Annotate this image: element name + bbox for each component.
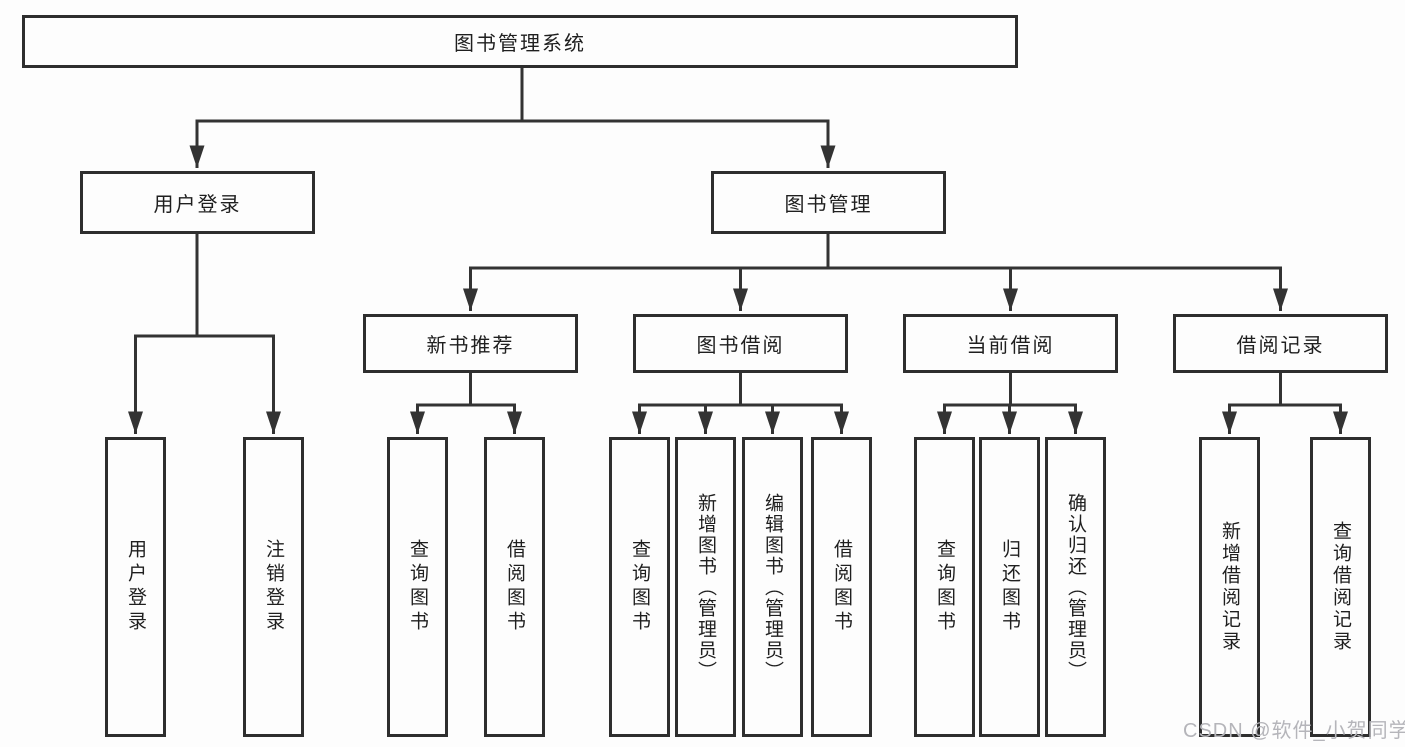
leaf-confirm-return-admin: 确认归还（管理员） <box>1045 437 1106 737</box>
leaf-query-books-current: 查询图书 <box>914 437 975 737</box>
leaf-return-books: 归还图书 <box>979 437 1040 737</box>
leaf-edit-book-admin: 编辑图书（管理员） <box>742 437 803 737</box>
leaf-query-books-recommend: 查询图书 <box>387 437 448 737</box>
leaf-add-book-admin: 新增图书（管理员） <box>675 437 736 737</box>
node-library-management-system: 图书管理系统 <box>22 15 1018 68</box>
leaf-borrow-books-recommend: 借阅图书 <box>484 437 545 737</box>
leaf-logout: 注销登录 <box>243 437 304 737</box>
node-borrowing-records: 借阅记录 <box>1173 314 1388 373</box>
leaf-user-login: 用户登录 <box>105 437 166 737</box>
leaf-add-borrow-record: 新增借阅记录 <box>1199 437 1260 737</box>
node-new-book-recommendation: 新书推荐 <box>363 314 578 373</box>
node-book-borrowing: 图书借阅 <box>633 314 848 373</box>
node-current-borrowing: 当前借阅 <box>903 314 1118 373</box>
leaf-query-borrow-record: 查询借阅记录 <box>1310 437 1371 737</box>
watermark: CSDN @软件_小贺同学 <box>1183 720 1405 742</box>
node-book-management: 图书管理 <box>711 171 946 234</box>
node-user-login: 用户登录 <box>80 171 315 234</box>
leaf-query-books-borrowing: 查询图书 <box>609 437 670 737</box>
leaf-borrow-books-borrowing: 借阅图书 <box>811 437 872 737</box>
